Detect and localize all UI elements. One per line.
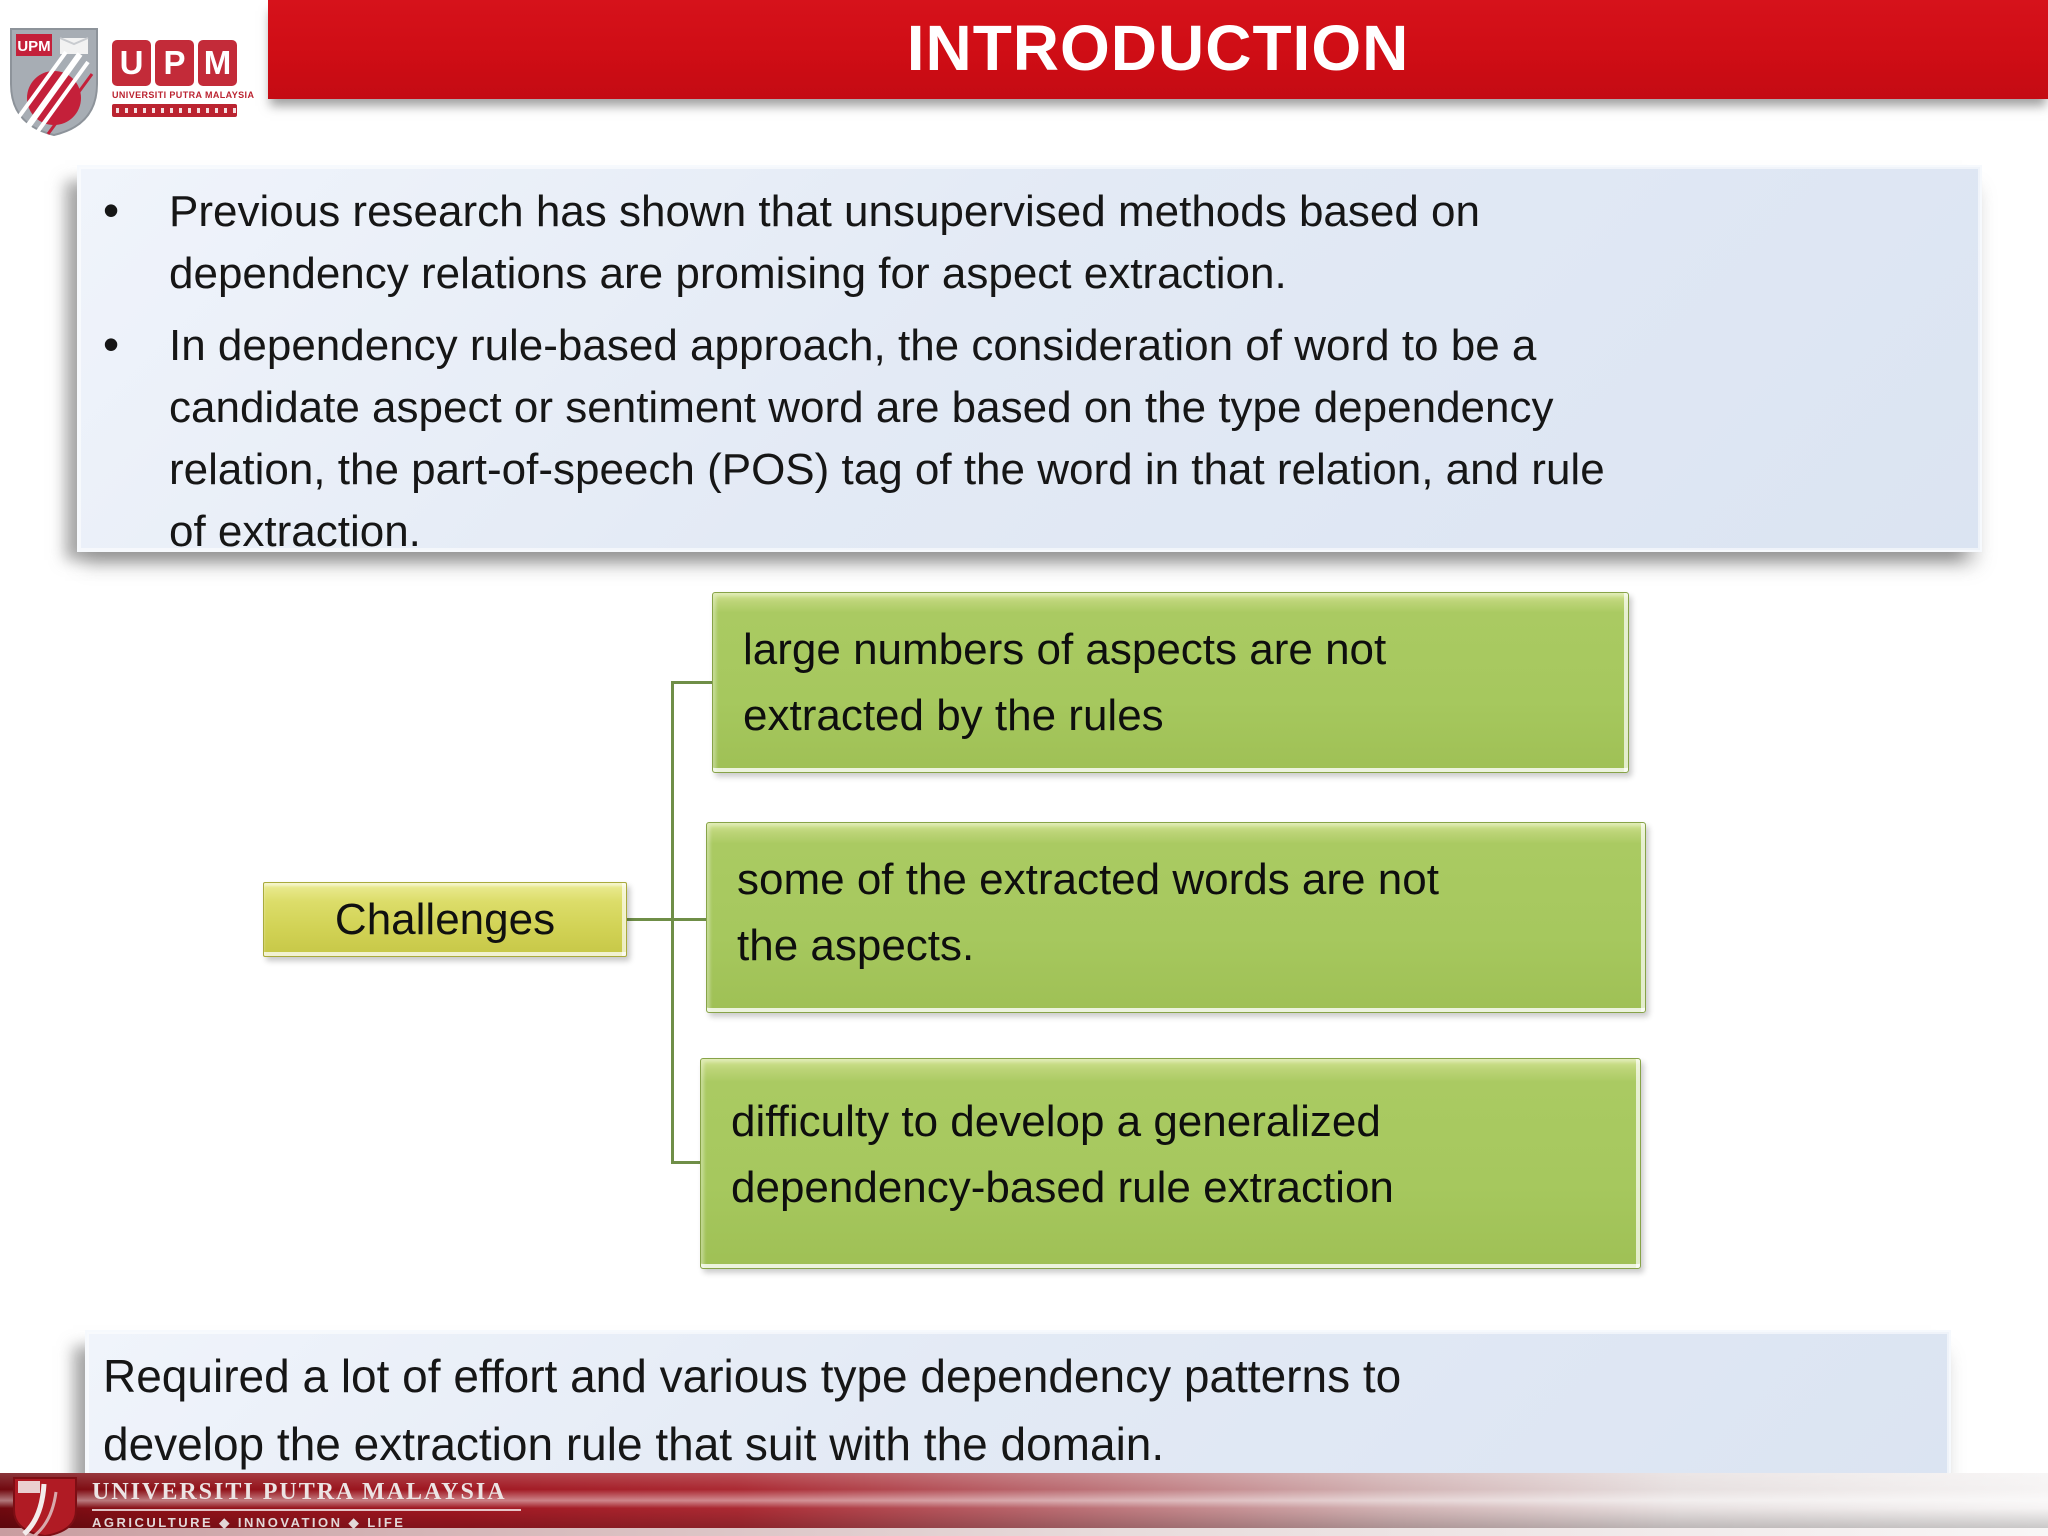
intro-box: Previous research has shown that unsuper… <box>77 165 1982 556</box>
connector-line <box>671 681 714 684</box>
footer-bar <box>0 1473 2048 1528</box>
bullet-item: Previous research has shown that unsuper… <box>79 179 1962 305</box>
footer-text-block: UNIVERSITI PUTRA MALAYSIA AGRICULTURE ◆ … <box>92 1479 521 1531</box>
connector-spine <box>671 681 674 1164</box>
conclusion-box: Required a lot of effort and various typ… <box>85 1330 1951 1479</box>
header-bar: INTRODUCTION <box>268 0 2048 99</box>
logo-letter-block: U <box>112 40 151 86</box>
challenges-label: Challenges <box>334 894 556 944</box>
footer-shield-icon <box>13 1477 77 1536</box>
logo-university-name: UNIVERSITI PUTRA MALAYSIA <box>112 90 255 100</box>
logo-letter-block: M <box>198 40 237 86</box>
upm-logo: UPM U P M UNIVERSITI PUTRA MALAYSIA <box>0 0 268 160</box>
upm-lettermark: U P M <box>112 40 237 86</box>
svg-text:UPM: UPM <box>17 38 50 55</box>
connector-line <box>671 1161 702 1164</box>
footer-university-name: UNIVERSITI PUTRA MALAYSIA <box>92 1479 521 1511</box>
challenges-label-box: Challenges <box>263 882 627 957</box>
connector-line <box>627 918 709 921</box>
page-title: INTRODUCTION <box>906 12 1410 84</box>
logo-letter-block: P <box>155 40 194 86</box>
logo-banner <box>112 104 237 117</box>
footer-tagline: AGRICULTURE ◆ INNOVATION ◆ LIFE <box>92 1515 406 1530</box>
footer-substrip <box>0 1528 2048 1536</box>
upm-shield-icon: UPM <box>10 28 98 137</box>
conclusion-text: Required a lot of effort and various typ… <box>103 1350 1402 1470</box>
bullet-item: In dependency rule-based approach, the c… <box>79 313 1962 563</box>
